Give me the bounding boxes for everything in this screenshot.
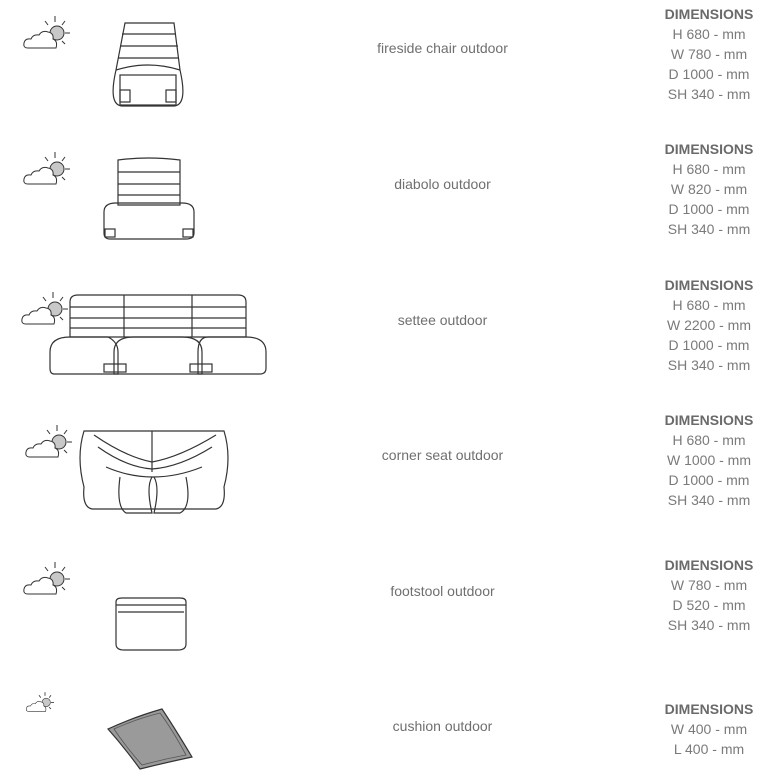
dimension-value: H 680 - mm: [672, 432, 746, 448]
dimension-value: SH 340 - mm: [667, 617, 751, 633]
product-row: fireside chair outdoor DIMENSIONS H 680 -…: [0, 0, 778, 135]
dimension-value: D 520 - mm: [672, 597, 746, 613]
dimensions-heading: DIMENSIONS: [664, 701, 754, 717]
outdoor-weather-icon: [23, 152, 70, 185]
dimension-value: W 1000 - mm: [666, 452, 751, 468]
product-name[interactable]: cushion outdoor: [392, 718, 493, 734]
dimensions: DIMENSIONS H 680 - mm W 2200 - mm D 1000 - …: [640, 275, 778, 375]
product-name[interactable]: settee outdoor: [397, 312, 488, 328]
dimension-value: D 1000 - mm: [668, 337, 750, 353]
dimension-value: W 820 - mm: [670, 181, 748, 197]
dimensions: DIMENSIONS W 780 - mm D 520 - mm SH 340 - m…: [640, 555, 778, 635]
dimension-value: W 2200 - mm: [666, 317, 751, 333]
dimensions: DIMENSIONS H 680 - mm W 780 - mm D 1000 - m…: [640, 4, 778, 104]
product-row: footstool outdoor DIMENSIONS W 780 - mm D …: [0, 540, 778, 675]
dimension-value: D 1000 - mm: [668, 201, 750, 217]
product-name[interactable]: footstool outdoor: [390, 583, 495, 599]
product-name[interactable]: diabolo outdoor: [394, 176, 491, 192]
product-row: corner seat outdoor DIMENSIONS H 680 - mm…: [0, 405, 778, 540]
cushion-sketch: [107, 708, 193, 770]
outdoor-weather-icon: [26, 692, 54, 712]
dimension-value: SH 340 - mm: [667, 86, 751, 102]
dimension-value: H 680 - mm: [672, 297, 746, 313]
dimension-value: SH 340 - mm: [667, 357, 751, 373]
dimension-value: SH 340 - mm: [667, 492, 751, 508]
dimension-value: H 680 - mm: [672, 161, 746, 177]
dimension-value: W 780 - mm: [670, 46, 748, 62]
settee-sketch: [49, 294, 267, 375]
product-row: diabolo outdoor DIMENSIONS H 680 - mm W 82…: [0, 135, 778, 270]
product-name[interactable]: corner seat outdoor: [381, 447, 504, 463]
product-row: settee outdoor DIMENSIONS H 680 - mm W 220…: [0, 270, 778, 405]
dimensions-heading: DIMENSIONS: [664, 6, 754, 22]
product-name[interactable]: fireside chair outdoor: [377, 40, 508, 56]
dimensions-heading: DIMENSIONS: [664, 557, 754, 573]
footstool-sketch: [115, 597, 187, 651]
outdoor-weather-icon: [23, 16, 70, 49]
dimension-value: W 400 - mm: [670, 721, 748, 737]
outdoor-weather-icon: [25, 425, 72, 458]
outdoor-weather-icon: [23, 562, 70, 595]
dimension-value: D 1000 - mm: [668, 472, 750, 488]
corner-seat-sketch: [79, 430, 229, 514]
dimension-value: L 400 - mm: [673, 741, 745, 757]
fireside-chair-sketch: [112, 22, 184, 107]
dimension-value: D 1000 - mm: [668, 66, 750, 82]
dimensions: DIMENSIONS H 680 - mm W 1000 - mm D 1000 - …: [640, 410, 778, 510]
product-row: cushion outdoor DIMENSIONS W 400 - mm L 40…: [0, 675, 778, 778]
dimensions-heading: DIMENSIONS: [664, 277, 754, 293]
dimension-value: SH 340 - mm: [667, 221, 751, 237]
dimensions-heading: DIMENSIONS: [664, 412, 754, 428]
outdoor-weather-icon: [21, 292, 68, 325]
dimension-value: H 680 - mm: [672, 26, 746, 42]
dimensions: DIMENSIONS W 400 - mm L 400 - mm: [640, 699, 778, 759]
diabolo-sketch: [103, 157, 195, 240]
dimension-value: W 780 - mm: [670, 577, 748, 593]
dimensions-heading: DIMENSIONS: [664, 141, 754, 157]
dimensions: DIMENSIONS H 680 - mm W 820 - mm D 1000 - m…: [640, 139, 778, 239]
